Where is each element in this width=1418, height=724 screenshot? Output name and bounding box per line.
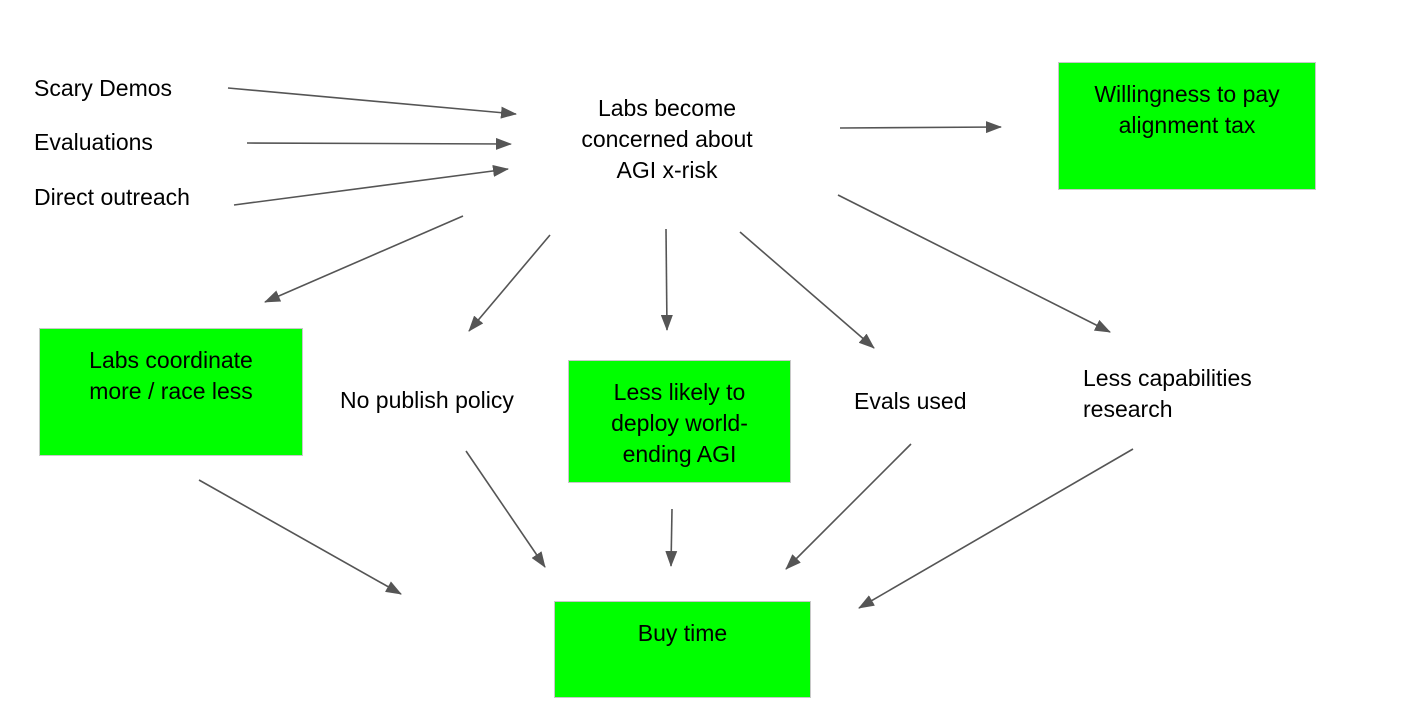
arrow-evals-used-to-buy-time: [785, 443, 912, 570]
node-less-likely-to-deploy: Less likely to deploy world- ending AGI: [568, 360, 791, 483]
node-labs-concerned: Labs become concerned about AGI x-risk: [581, 95, 753, 183]
node-evals-used: Evals used: [854, 388, 967, 414]
arrow-less-capabilities-to-buy-time: [858, 448, 1134, 609]
arrow-labs-concerned-to-evals-used: [739, 231, 875, 349]
arrow-labs-concerned-to-coordinate: [264, 215, 464, 303]
arrow-less-likely-to-buy-time: [665, 508, 678, 567]
arrow-evaluations-to-labs-concerned: [246, 137, 512, 150]
arrow-labs-concerned-to-willingness: [839, 121, 1002, 134]
arrow-labs-concerned-to-less-capabilities: [837, 194, 1111, 333]
node-evaluations: Evaluations: [34, 129, 153, 155]
node-scary-demos: Scary Demos: [34, 75, 173, 101]
arrow-direct-outreach-to-labs-concerned: [233, 165, 509, 206]
node-less-capabilities-research: Less capabilities research: [1083, 365, 1252, 422]
node-labs-coordinate: Labs coordinate more / race less: [39, 328, 303, 456]
node-buy-time: Buy time: [554, 601, 811, 698]
node-no-publish-policy: No publish policy: [340, 387, 514, 413]
arrow-coordinate-to-buy-time: [198, 479, 402, 595]
arrow-scary-demos-to-labs-concerned: [227, 87, 517, 119]
node-direct-outreach: Direct outreach: [34, 184, 190, 210]
node-willingness-to-pay-alignment-tax: Willingness to pay alignment tax: [1058, 62, 1316, 190]
arrow-labs-concerned-to-less-likely: [660, 228, 673, 331]
arrow-no-publish-to-buy-time: [465, 450, 546, 568]
arrow-labs-concerned-to-no-publish: [468, 234, 551, 332]
